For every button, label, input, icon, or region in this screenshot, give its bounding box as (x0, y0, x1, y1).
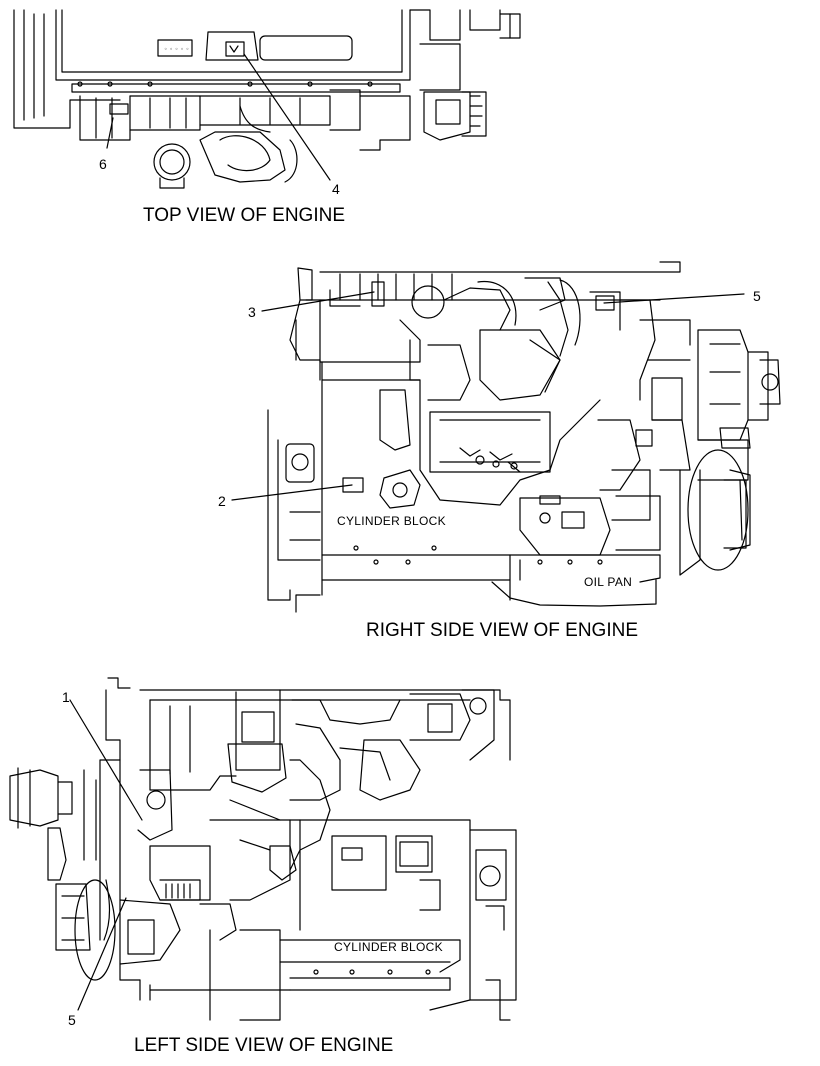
top-view-drawing: ◦ ◦ ◦ ◦ ◦ (13, 9, 521, 189)
callout-leader-top-6 (106, 117, 114, 149)
callout-leader-right-5 (603, 293, 745, 304)
svg-text:◦ ◦ ◦ ◦ ◦: ◦ ◦ ◦ ◦ ◦ (164, 46, 189, 53)
right-side-view-drawing (231, 261, 781, 613)
callout-leader-right-2 (231, 484, 353, 501)
left-side-view-drawing (9, 677, 517, 1021)
callout-leader-left-1 (69, 699, 143, 821)
callout-leader-left-5 (77, 897, 127, 1011)
callout-leader-right-3 (261, 291, 375, 312)
callout-leader-top-4 (243, 53, 331, 181)
